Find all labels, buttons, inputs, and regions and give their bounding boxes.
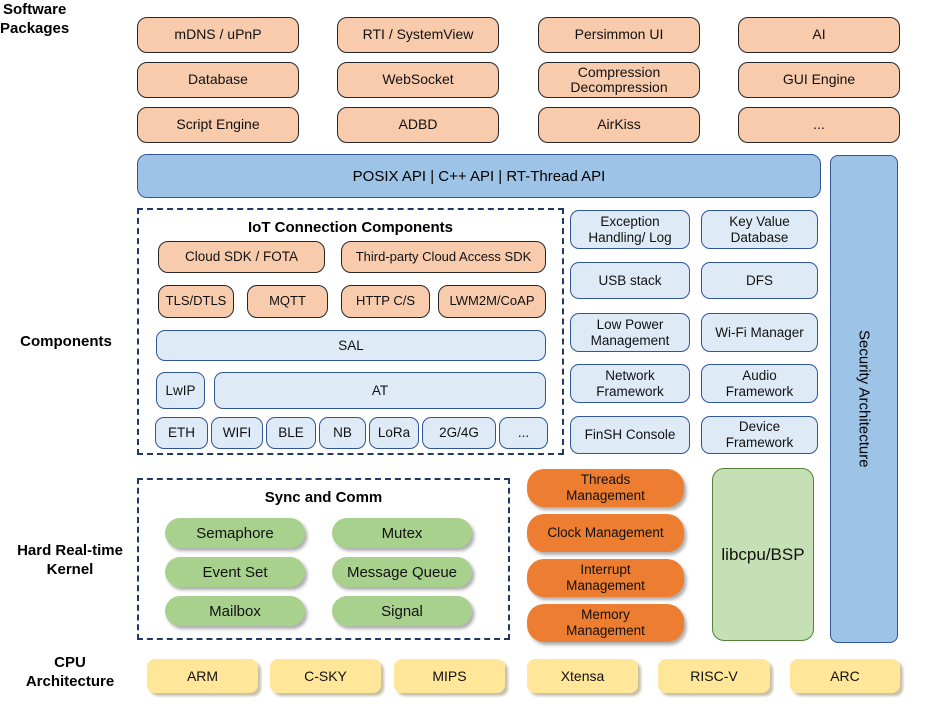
box-mqtt: MQTT [247,285,328,318]
package-compression-decompression: Compression Decompression [538,62,700,98]
package-rti-systemview: RTI / SystemView [337,17,499,53]
comp-network-framework: Network Framework [570,364,690,403]
package-persimmon-ui: Persimmon UI [538,17,700,53]
box-http-cs: HTTP C/S [341,285,430,318]
comp-audio-framework: Audio Framework [701,364,818,403]
comp-dfs: DFS [701,262,818,299]
mgmt-threads: Threads Management [527,469,684,507]
iot-connection-box [137,208,564,455]
comp-exception-log: Exception Handling/ Log [570,210,690,249]
package-mdns-upnp: mDNS / uPnP [137,17,299,53]
kernel-message-queue: Message Queue [332,557,472,587]
box-at: AT [214,372,546,409]
kernel-semaphore: Semaphore [165,518,305,548]
box-tls-dtls: TLS/DTLS [158,285,234,318]
components-label: Components [20,332,112,350]
package-websocket: WebSocket [337,62,499,98]
comp-device-framework: Device Framework [701,416,818,454]
link-2g4g: 2G/4G [422,417,496,449]
kernel-mailbox: Mailbox [165,596,305,626]
box-third-party-cloud-sdk: Third-party Cloud Access SDK [341,241,546,273]
package-adbd: ADBD [337,107,499,143]
libcpu-bsp-box: libcpu/BSP [712,468,814,641]
kernel-event-set: Event Set [165,557,305,587]
box-sal: SAL [156,330,546,361]
cpu-arc: ARC [790,659,900,693]
cpu-architecture-label: CPU Architecture [25,654,115,690]
package-script-engine: Script Engine [137,107,299,143]
posix-api-bar: POSIX API | C++ API | RT-Thread API [137,154,821,198]
link-eth: ETH [155,417,208,449]
link-more: ... [499,417,548,449]
kernel-mutex: Mutex [332,518,472,548]
box-lwip: LwIP [156,372,205,409]
mgmt-clock: Clock Management [527,514,684,552]
cpu-riscv: RISC-V [658,659,770,693]
software-packages-label: Software Packages [0,1,70,37]
iot-connection-title: IoT Connection Components [248,218,453,236]
box-lwm2m-coap: LWM2M/CoAP [438,285,546,318]
link-nb: NB [319,417,366,449]
comp-finsh-console: FinSH Console [570,416,690,454]
comp-wifi-manager: Wi-Fi Manager [701,313,818,352]
package-more: ... [738,107,900,143]
cpu-mips: MIPS [394,659,505,693]
mgmt-memory: Memory Management [527,604,684,642]
link-wifi: WIFI [211,417,263,449]
sync-comm-box [137,478,510,640]
kernel-label: Hard Real-time Kernel [17,542,123,578]
comp-low-power: Low Power Management [570,313,690,352]
kernel-signal: Signal [332,596,472,626]
mgmt-interrupt: Interrupt Management [527,559,684,597]
package-ai: AI [738,17,900,53]
cpu-xtensa: Xtensa [527,659,638,693]
box-cloud-sdk-fota: Cloud SDK / FOTA [158,241,325,273]
cpu-csky: C-SKY [270,659,381,693]
sync-comm-title: Sync and Comm [264,488,383,506]
link-ble: BLE [266,417,316,449]
link-lora: LoRa [369,417,419,449]
package-airkiss: AirKiss [538,107,700,143]
package-gui-engine: GUI Engine [738,62,900,98]
package-database: Database [137,62,299,98]
security-architecture-bar: Security Architecture [830,155,898,643]
comp-key-value-db: Key Value Database [701,210,818,249]
comp-usb-stack: USB stack [570,262,690,299]
cpu-arm: ARM [147,659,258,693]
